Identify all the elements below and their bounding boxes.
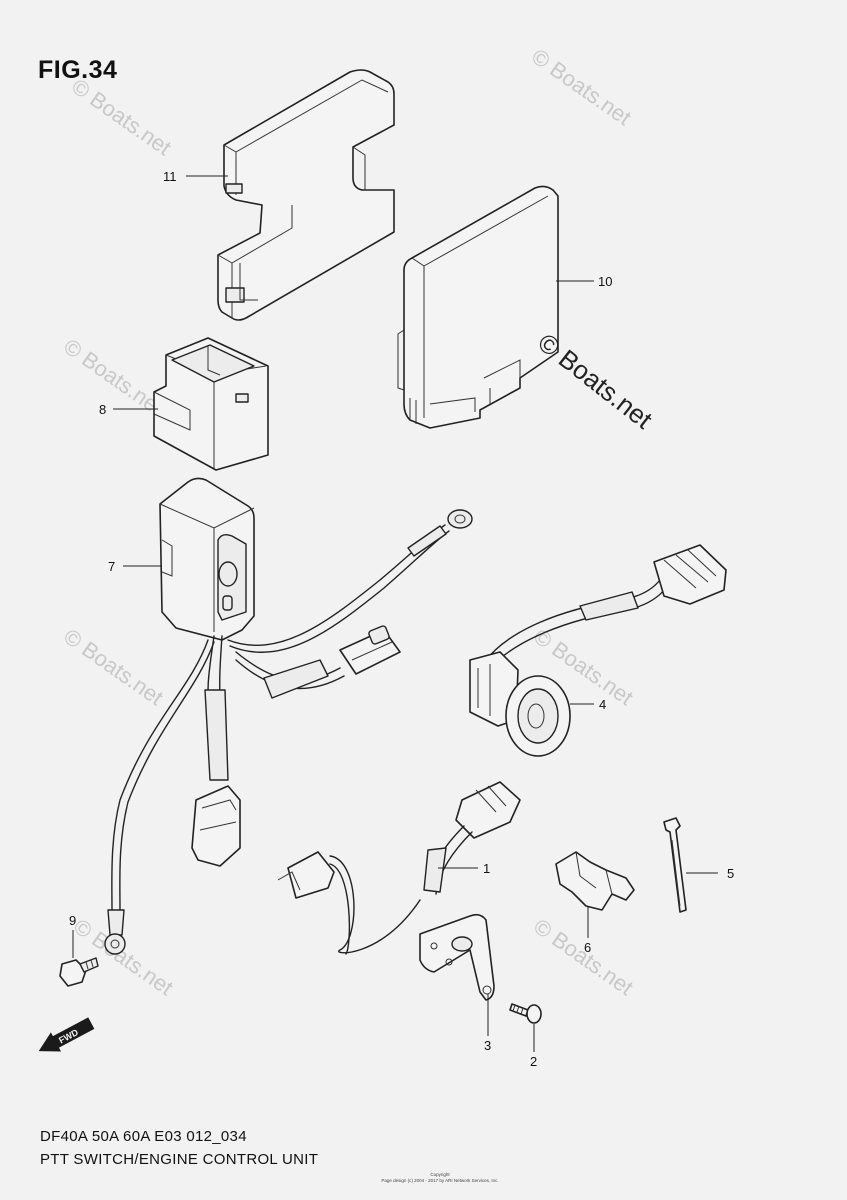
- callout-9: 9: [69, 913, 76, 928]
- watermark: © Boats.net: [59, 624, 168, 711]
- forward-arrow-icon: FWD: [38, 1017, 95, 1052]
- part-10-ecu: [397, 185, 559, 429]
- callout-7: 7: [108, 559, 115, 574]
- watermark: © Boats.net: [527, 44, 636, 131]
- copyright-line-2: Page design (c) 2004 - 2017 by ARI Netwo…: [381, 1178, 499, 1183]
- watermark: © Boats.net: [59, 334, 168, 421]
- callout-11: 11: [163, 169, 177, 184]
- part-11-cover: [217, 69, 395, 321]
- callout-1: 1: [483, 861, 490, 876]
- figure-title: FIG.34: [38, 56, 118, 84]
- copyright-line-1: Copyright: [430, 1172, 450, 1177]
- part-1-harness: [277, 781, 521, 955]
- part-8-relay: [153, 337, 269, 471]
- callout-3: 3: [484, 1038, 491, 1053]
- part-3-bracket: [419, 913, 495, 1001]
- part-4-harness-grommet: [469, 544, 727, 757]
- part-5-cable-tie: [663, 817, 687, 913]
- model-line-caption: DF40A 50A 60A E03 012_034: [40, 1128, 247, 1145]
- watermark: © Boats.net: [69, 914, 178, 1001]
- part-6-clamp: [555, 851, 635, 911]
- callout-6: 6: [584, 940, 591, 955]
- callout-5: 5: [727, 866, 734, 881]
- callout-8: 8: [99, 402, 106, 417]
- part-7-ptt-switch: [104, 477, 473, 955]
- callout-2: 2: [530, 1054, 537, 1069]
- watermark: © Boats.net: [67, 74, 176, 161]
- main-watermark: © Boats.net: [532, 327, 658, 435]
- part-9-bolt: [59, 957, 99, 987]
- leader-lines: [72, 175, 718, 1052]
- watermark: © Boats.net: [529, 914, 638, 1001]
- callout-10: 10: [598, 274, 612, 289]
- part-2-screw: [509, 1003, 542, 1024]
- description-caption: PTT SWITCH/ENGINE CONTROL UNIT: [40, 1151, 319, 1168]
- callout-numbers: 11 10 8 7 4 1 5 6 3 2 9: [69, 169, 734, 1069]
- callout-4: 4: [599, 697, 606, 712]
